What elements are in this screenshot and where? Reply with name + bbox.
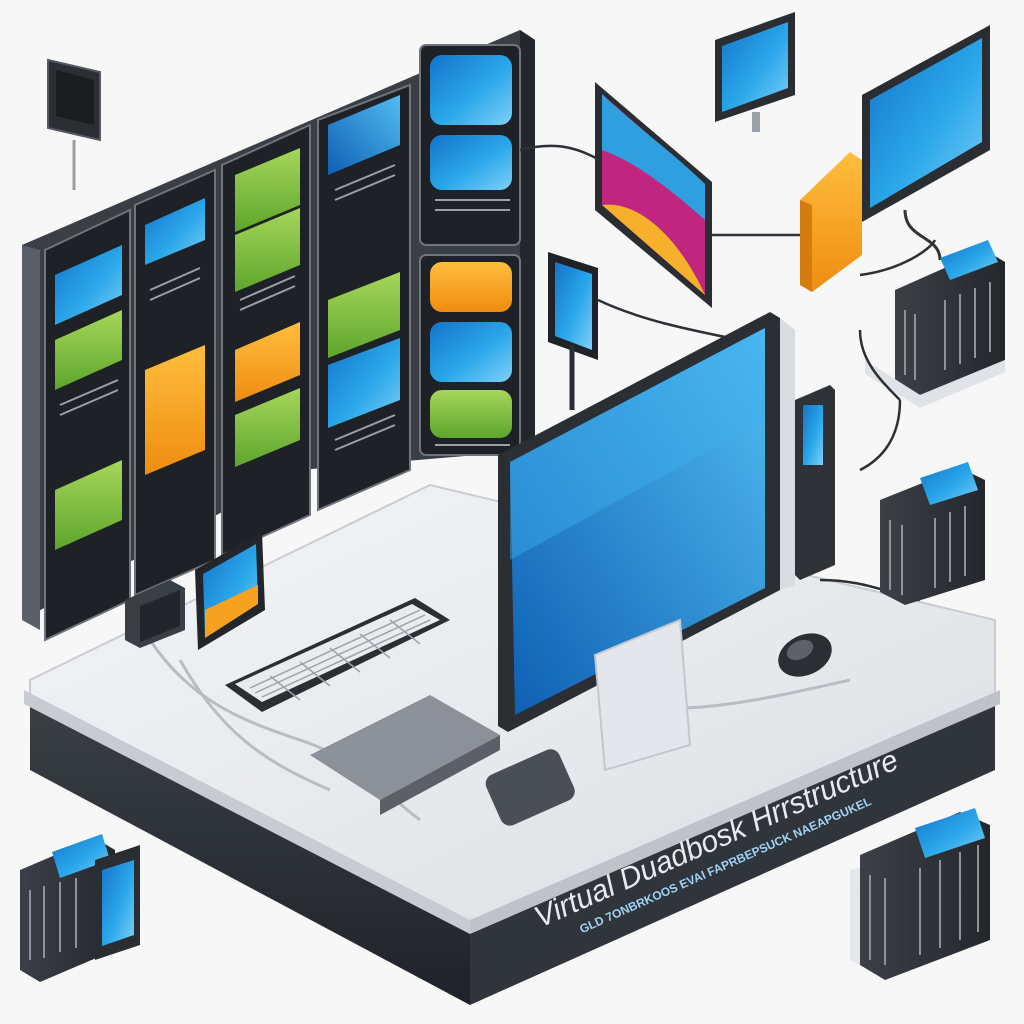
server-rack-icon bbox=[22, 30, 535, 642]
server-tower-icon bbox=[125, 580, 185, 648]
server-tower-icon bbox=[20, 834, 140, 982]
folder-icon bbox=[800, 152, 862, 292]
server-tower-icon bbox=[850, 808, 990, 980]
server-tower-icon bbox=[865, 240, 1005, 408]
monitor-icon bbox=[715, 12, 795, 132]
tablet-icon bbox=[548, 252, 598, 410]
monitor-icon bbox=[595, 82, 712, 308]
keyboard-icon bbox=[225, 598, 450, 712]
monitor-icon bbox=[498, 312, 795, 772]
mouse-icon bbox=[778, 633, 832, 677]
cable-icon bbox=[519, 144, 937, 602]
folder-icon bbox=[55, 55, 512, 550]
dock bbox=[310, 695, 575, 826]
server-tower-icon bbox=[795, 385, 835, 580]
monitor-icon bbox=[862, 25, 990, 261]
tablet-icon bbox=[195, 532, 265, 650]
server-tower-icon bbox=[880, 462, 985, 605]
server-tower-icon bbox=[47, 58, 101, 190]
